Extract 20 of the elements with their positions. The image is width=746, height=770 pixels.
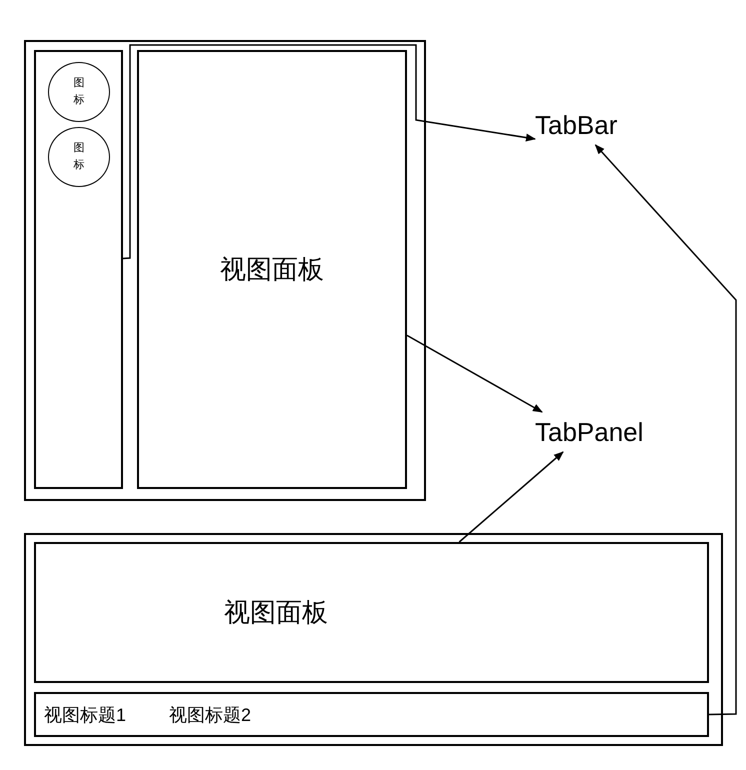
- icon-label: 图标: [73, 141, 85, 173]
- view-panel: [137, 50, 407, 489]
- frame-box: [24, 533, 723, 746]
- panel-title: 视图面板: [224, 596, 328, 629]
- arrow: [458, 451, 564, 543]
- frame-box: [24, 40, 426, 501]
- component-name: TabPanel: [535, 416, 644, 448]
- view-panel: [34, 542, 709, 683]
- sidebar-box: [34, 50, 123, 489]
- icon-circle: [48, 127, 110, 187]
- panel-title: 视图面板: [220, 253, 324, 286]
- arrow: [594, 144, 737, 716]
- icon-label: 图标: [73, 76, 85, 108]
- view-title: 视图标题1: [44, 704, 126, 726]
- icon-circle: [48, 62, 110, 122]
- arrow: [406, 334, 543, 413]
- component-name: TabBar: [535, 110, 618, 140]
- arrow: [122, 44, 536, 260]
- title-bar: [34, 692, 709, 737]
- view-title: 视图标题2: [169, 704, 252, 726]
